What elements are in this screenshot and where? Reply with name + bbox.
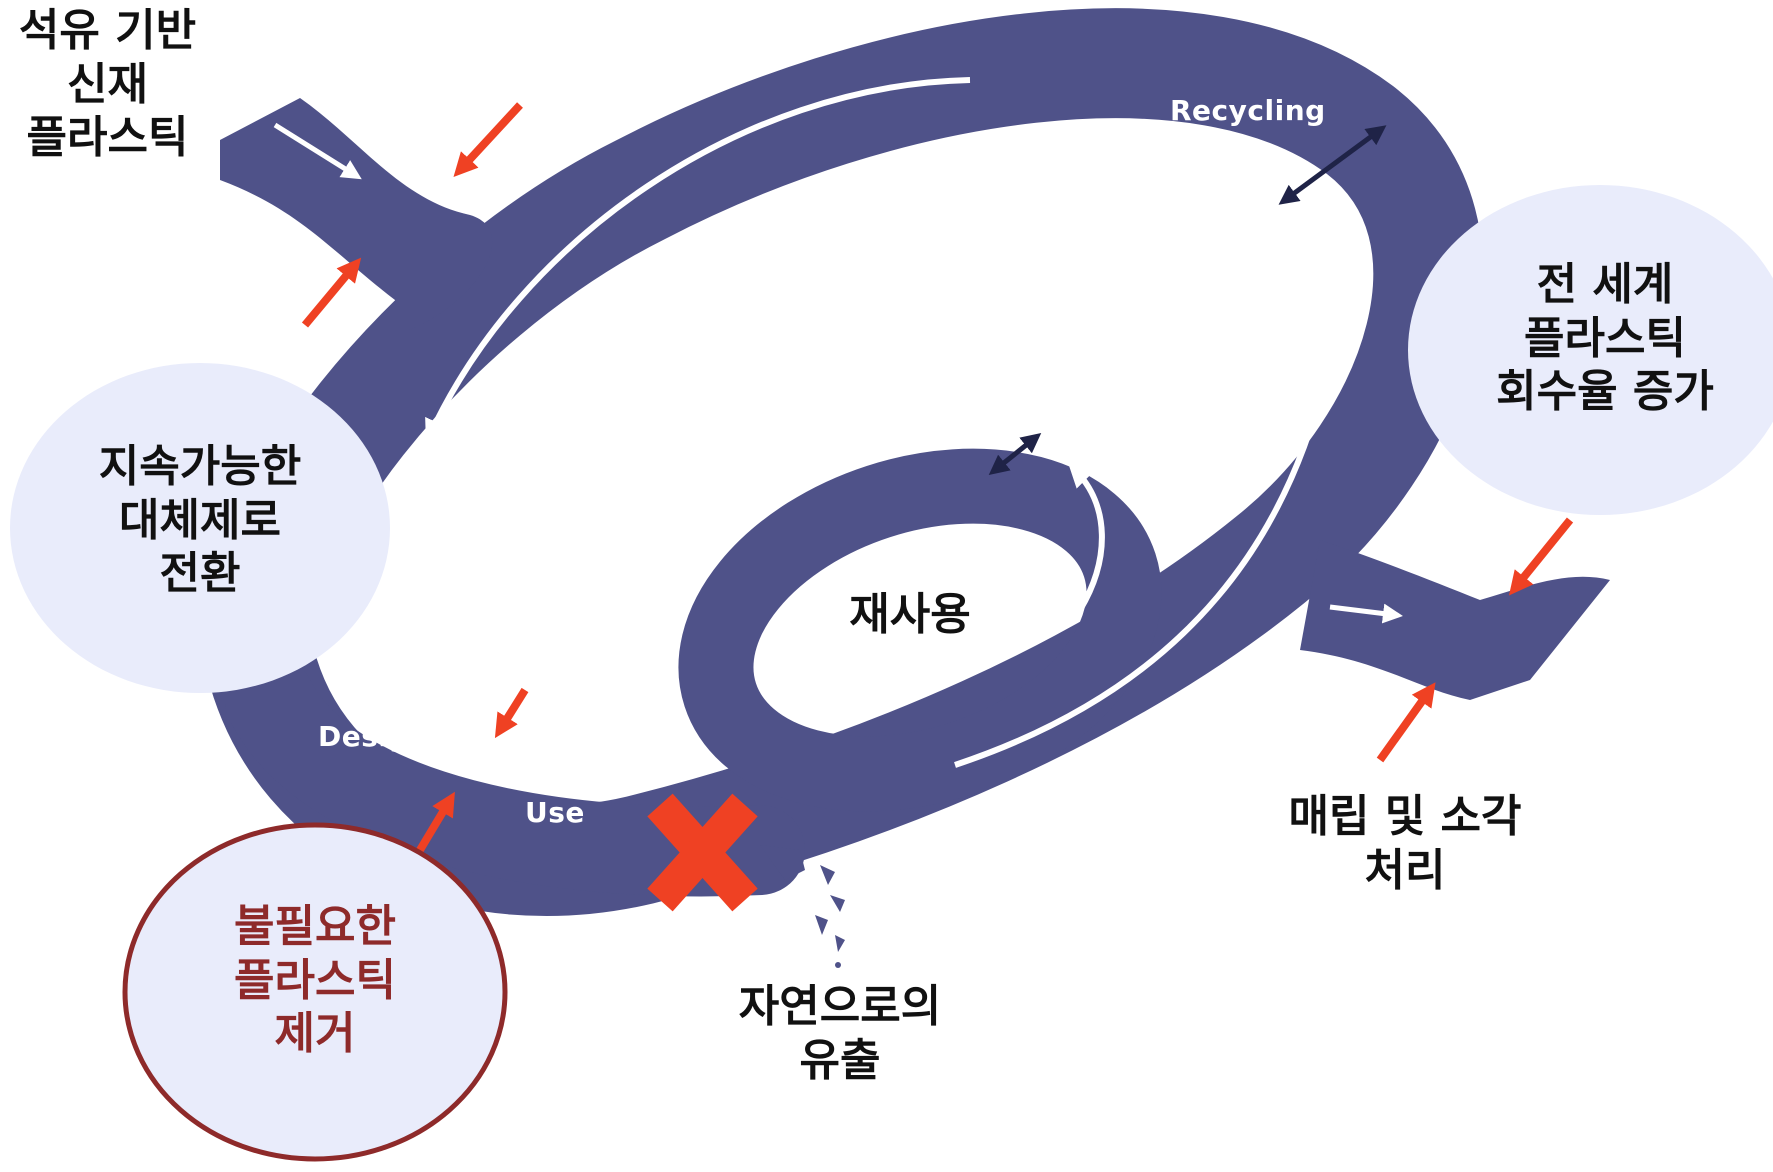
virgin-input-spout bbox=[220, 98, 493, 330]
red-arrow-icon bbox=[494, 687, 529, 739]
disposal-output-spout bbox=[1300, 540, 1610, 700]
substitute-label: 지속가능한 대체제로 전환 bbox=[98, 441, 302, 600]
recycling-exchange-icon bbox=[1278, 125, 1387, 205]
reuse-loop-band bbox=[678, 448, 1162, 812]
reuse-exchange-icon bbox=[988, 433, 1042, 475]
return-flow-arrow bbox=[954, 220, 1357, 768]
red-arrow-icon bbox=[416, 791, 455, 853]
use-label: Use bbox=[525, 796, 585, 829]
red-arrow-icon bbox=[1508, 517, 1574, 596]
eliminate-bubble bbox=[122, 822, 508, 1162]
reuse-flow-arrow bbox=[1068, 463, 1105, 612]
recycling-label: Recycling bbox=[1170, 94, 1326, 127]
recovery-label: 전 세계 플라스틱 회수율 증가 bbox=[1496, 259, 1714, 418]
disposal-label: 매립 및 소각 처리 bbox=[1288, 791, 1522, 896]
red-arrow-icon bbox=[453, 102, 523, 178]
leakage-label: 자연으로의 유출 bbox=[738, 981, 942, 1086]
design-label: Design bbox=[318, 720, 430, 753]
recycling-flow-arrow bbox=[425, 77, 971, 444]
virgin-plastic-label: 석유 기반 신재 플라스틱 bbox=[18, 5, 197, 164]
red-arrow-icon bbox=[1376, 682, 1436, 763]
use-band bbox=[225, 655, 805, 897]
substitute-bubble bbox=[10, 363, 390, 693]
input-flow-arrow bbox=[273, 122, 362, 180]
eliminate-label: 불필요한 플라스틱 제거 bbox=[234, 901, 396, 1060]
recovery-bubble bbox=[1408, 185, 1773, 515]
reuse-label: 재사용 bbox=[849, 589, 971, 640]
disposal-flow-arrow bbox=[1329, 603, 1403, 624]
red-arrow-icon bbox=[301, 257, 362, 328]
red-arrow-icons bbox=[301, 102, 1574, 853]
x-icon bbox=[647, 793, 758, 912]
leakage-fragments bbox=[760, 845, 845, 968]
